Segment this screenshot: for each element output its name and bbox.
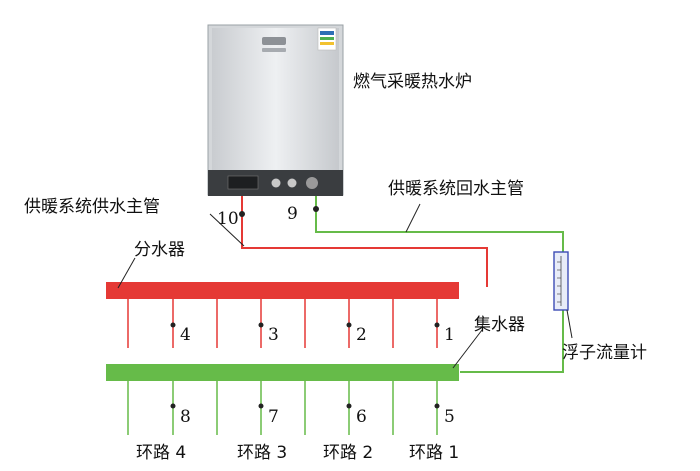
boiler-label: 燃气采暖热水炉 — [353, 72, 472, 92]
return-tap-number: 7 — [268, 407, 279, 427]
supply-pipe — [241, 196, 488, 287]
gas-boiler — [207, 24, 344, 196]
loop-label: 环路 2 — [323, 443, 373, 463]
supply-main-label: 供暖系统供水主管 — [24, 197, 160, 217]
supply-port-dot — [239, 211, 245, 217]
return-pipe — [315, 196, 564, 373]
leader-lines — [117, 203, 573, 369]
return-tap-number: 5 — [444, 407, 455, 427]
supply-tap-number: 4 — [180, 325, 191, 345]
control-knob — [271, 178, 281, 188]
distributor-label: 分水器 — [134, 240, 185, 260]
boiler-logo-slot — [262, 37, 286, 45]
display-screen — [227, 175, 259, 190]
return-port-number: 9 — [287, 204, 298, 224]
return-port-dot — [313, 206, 319, 212]
return-main-label: 供暖系统回水主管 — [388, 179, 524, 199]
supply-port-number: 10 — [217, 209, 239, 229]
supply-tap-number: 2 — [356, 325, 367, 345]
control-knob — [287, 178, 297, 188]
loop-label: 环路 1 — [409, 443, 459, 463]
collector-label: 集水器 — [474, 315, 525, 335]
flowmeter-label: 浮子流量计 — [562, 343, 647, 363]
supply-tap-number: 1 — [444, 325, 455, 345]
loop-label: 环路 3 — [237, 443, 287, 463]
measurement-points — [170, 322, 440, 409]
float-flowmeter — [553, 251, 569, 311]
distributor-outlets — [127, 299, 438, 348]
collector-manifold — [106, 364, 459, 381]
return-tap-number: 8 — [180, 407, 191, 427]
control-knob — [306, 177, 318, 189]
return-tap-number: 6 — [356, 407, 367, 427]
supply-tap-number: 3 — [268, 325, 279, 345]
loop-label: 环路 4 — [136, 443, 186, 463]
distributor-manifold — [106, 282, 459, 299]
